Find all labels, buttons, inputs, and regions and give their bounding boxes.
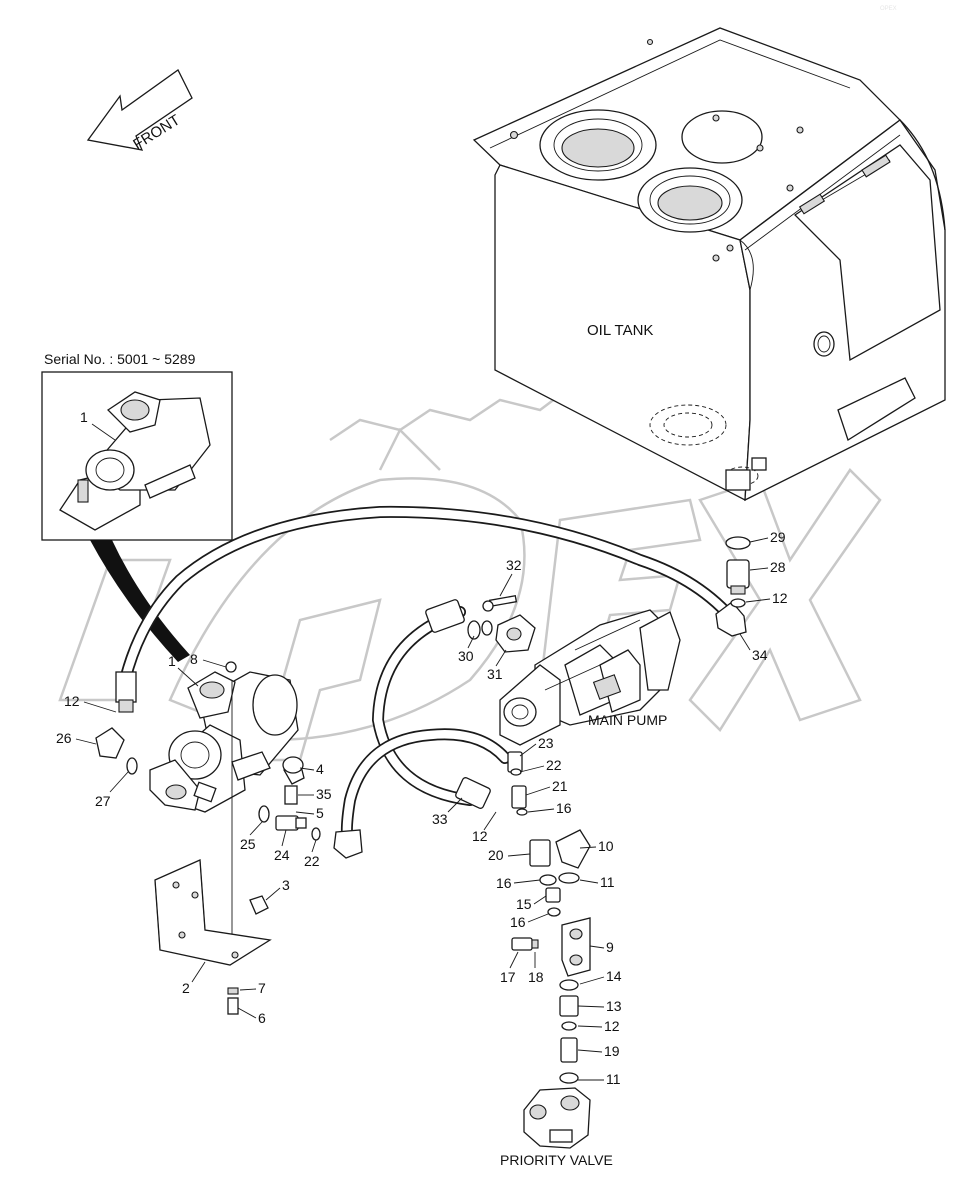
main-pump: MAIN PUMP <box>499 609 681 746</box>
part-label-1: 1 <box>168 653 176 669</box>
motor-fittings <box>95 727 321 841</box>
serial-label: Serial No. : 5001 ~ 5289 <box>44 351 196 367</box>
part-label-5: 5 <box>316 805 324 821</box>
part-label-18: 18 <box>528 969 544 985</box>
part-label-1-inset: 1 <box>80 409 88 425</box>
part-label-22-upper: 22 <box>546 757 562 773</box>
part-label-13: 13 <box>606 998 622 1014</box>
oil-tank-label: OIL TANK <box>587 322 653 339</box>
serial-inset: Serial No. : 5001 ~ 5289 1 <box>41 351 233 662</box>
part-label-29: 29 <box>770 529 786 545</box>
part-label-16-c: 16 <box>510 914 526 930</box>
part-label-35: 35 <box>316 786 332 802</box>
part-label-3: 3 <box>282 877 290 893</box>
part-label-28: 28 <box>770 559 786 575</box>
oil-tank: OIL TANK <box>472 27 946 502</box>
part-labels: 1 2 3 4 5 6 7 8 9 10 11 11 12 <box>56 529 788 1087</box>
watermark-text: OPEX <box>880 6 897 12</box>
part-label-11-upper: 11 <box>600 874 615 890</box>
priority-valve-label: PRIORITY VALVE <box>500 1152 613 1168</box>
part-label-32: 32 <box>506 557 522 573</box>
part-label-16-a: 16 <box>556 800 572 816</box>
part-label-15: 15 <box>516 896 532 912</box>
part-label-30: 30 <box>458 648 474 664</box>
part-label-31: 31 <box>487 666 503 682</box>
flange-31 <box>467 595 536 653</box>
part-label-10: 10 <box>598 838 614 854</box>
part-label-9: 9 <box>606 939 614 955</box>
front-arrow: FRONT <box>86 69 193 153</box>
hose-assembly-return <box>333 728 511 859</box>
part-label-12-lower: 12 <box>604 1018 620 1034</box>
part-label-21: 21 <box>552 778 568 794</box>
part-label-23: 23 <box>538 735 554 751</box>
part-label-33: 33 <box>432 811 448 827</box>
part-label-16-b: 16 <box>496 875 512 891</box>
bracket-2 <box>154 859 272 1015</box>
part-label-12-hose: 12 <box>64 693 80 709</box>
motor-pump-assembly <box>149 661 299 960</box>
part-label-24: 24 <box>274 847 290 863</box>
part-label-8: 8 <box>190 651 198 667</box>
part-label-34: 34 <box>752 647 768 663</box>
tank-outlet-fittings <box>725 536 751 608</box>
part-label-12-mid: 12 <box>472 828 488 844</box>
part-label-11-lower: 11 <box>606 1071 621 1087</box>
part-label-7: 7 <box>258 980 266 996</box>
part-label-27: 27 <box>95 793 111 809</box>
hose-assembly-33 <box>371 599 491 809</box>
part-label-14: 14 <box>606 968 622 984</box>
part-label-6: 6 <box>258 1010 266 1026</box>
part-label-26: 26 <box>56 730 72 746</box>
part-label-25: 25 <box>240 836 256 852</box>
part-label-20: 20 <box>488 847 504 863</box>
valve-fittings: PRIORITY VALVE <box>500 751 613 1168</box>
part-label-22-motor: 22 <box>304 853 320 869</box>
part-label-12-tank: 12 <box>772 590 788 606</box>
part-label-19: 19 <box>604 1043 620 1059</box>
main-pump-label: MAIN PUMP <box>588 712 667 728</box>
part-label-17: 17 <box>500 969 516 985</box>
part-label-4: 4 <box>316 761 324 777</box>
part-label-2: 2 <box>182 980 190 996</box>
